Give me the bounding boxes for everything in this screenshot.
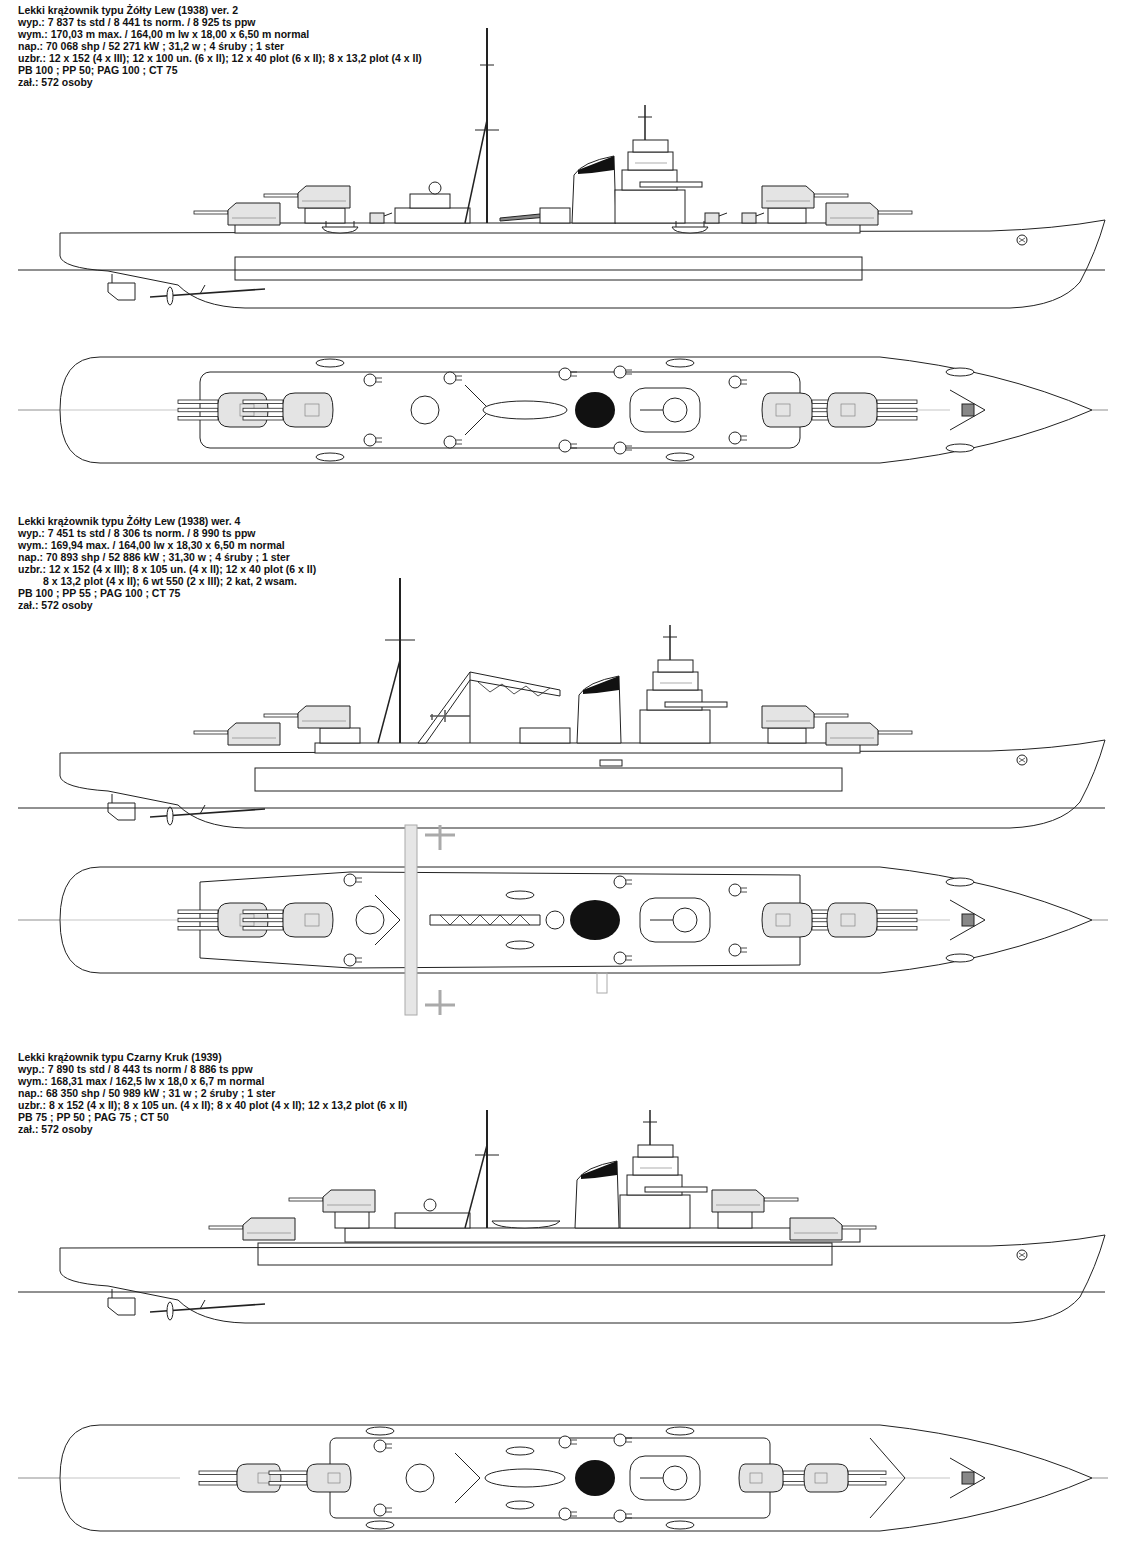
- spec-line: PB 100 ; PP 55 ; PAG 100 ; CT 75: [17, 587, 181, 599]
- plan-view: [18, 825, 1108, 1015]
- spec-line: PB 100 ; PP 50; PAG 100 ; CT 75: [17, 64, 179, 76]
- spec-line: Lekki krążownik typu Czarny Kruk (1939): [17, 1051, 223, 1063]
- spec-line: nap.: 68 350 shp / 50 989 kW ; 31 w ; 2 …: [17, 1087, 276, 1099]
- spec-line: wym.: 168,31 max / 162,5 lw x 18,0 x 6,7…: [17, 1075, 265, 1087]
- spec-line: wym.: 170,03 m max. / 164,00 m lw x 18,0…: [17, 28, 310, 40]
- spec-line: nap.: 70 893 shp / 52 886 kW ; 31,30 w ;…: [17, 551, 291, 563]
- spec-line: Lekki krążownik typu Żółty Lew (1938) ve…: [17, 4, 239, 16]
- spec-line: 8 x 13,2 plot (4 x II); 6 wt 550 (2 x II…: [42, 575, 298, 587]
- side-view: [18, 578, 1105, 828]
- spec-line: uzbr.: 12 x 152 (4 x III); 12 x 100 un. …: [17, 52, 423, 64]
- spec-line: wyp.: 7 451 ts std / 8 306 ts norm. / 8 …: [17, 527, 257, 539]
- spec-line: PB 75 ; PP 50 ; PAG 75 ; CT 50: [17, 1111, 170, 1123]
- spec-line: Lekki krążownik typu Żółty Lew (1938) we…: [17, 515, 241, 527]
- spec-line: zał.: 572 osoby: [17, 1123, 94, 1135]
- plan-view: [18, 357, 1108, 463]
- spec-line: uzbr.: 12 x 152 (4 x III); 8 x 105 un. (…: [17, 563, 317, 575]
- spec-line: wym.: 169,94 max. / 164,00 lw x 18,30 x …: [17, 539, 286, 551]
- spec-line: zał.: 572 osoby: [17, 599, 94, 611]
- side-view: [18, 1110, 1105, 1323]
- spec-line: uzbr.: 8 x 152 (4 x II); 8 x 105 un. (4 …: [17, 1099, 408, 1111]
- plan-view: [18, 1425, 1108, 1531]
- spec-line: wyp.: 7 837 ts std / 8 441 ts norm. / 8 …: [17, 16, 257, 28]
- spec-line: zał.: 572 osoby: [17, 76, 94, 88]
- spec-line: wyp.: 7 890 ts std / 8 443 ts norm / 8 8…: [17, 1063, 254, 1075]
- side-view: [18, 28, 1105, 308]
- spec-line: nap.: 70 068 shp / 52 271 kW ; 31,2 w ; …: [17, 40, 285, 52]
